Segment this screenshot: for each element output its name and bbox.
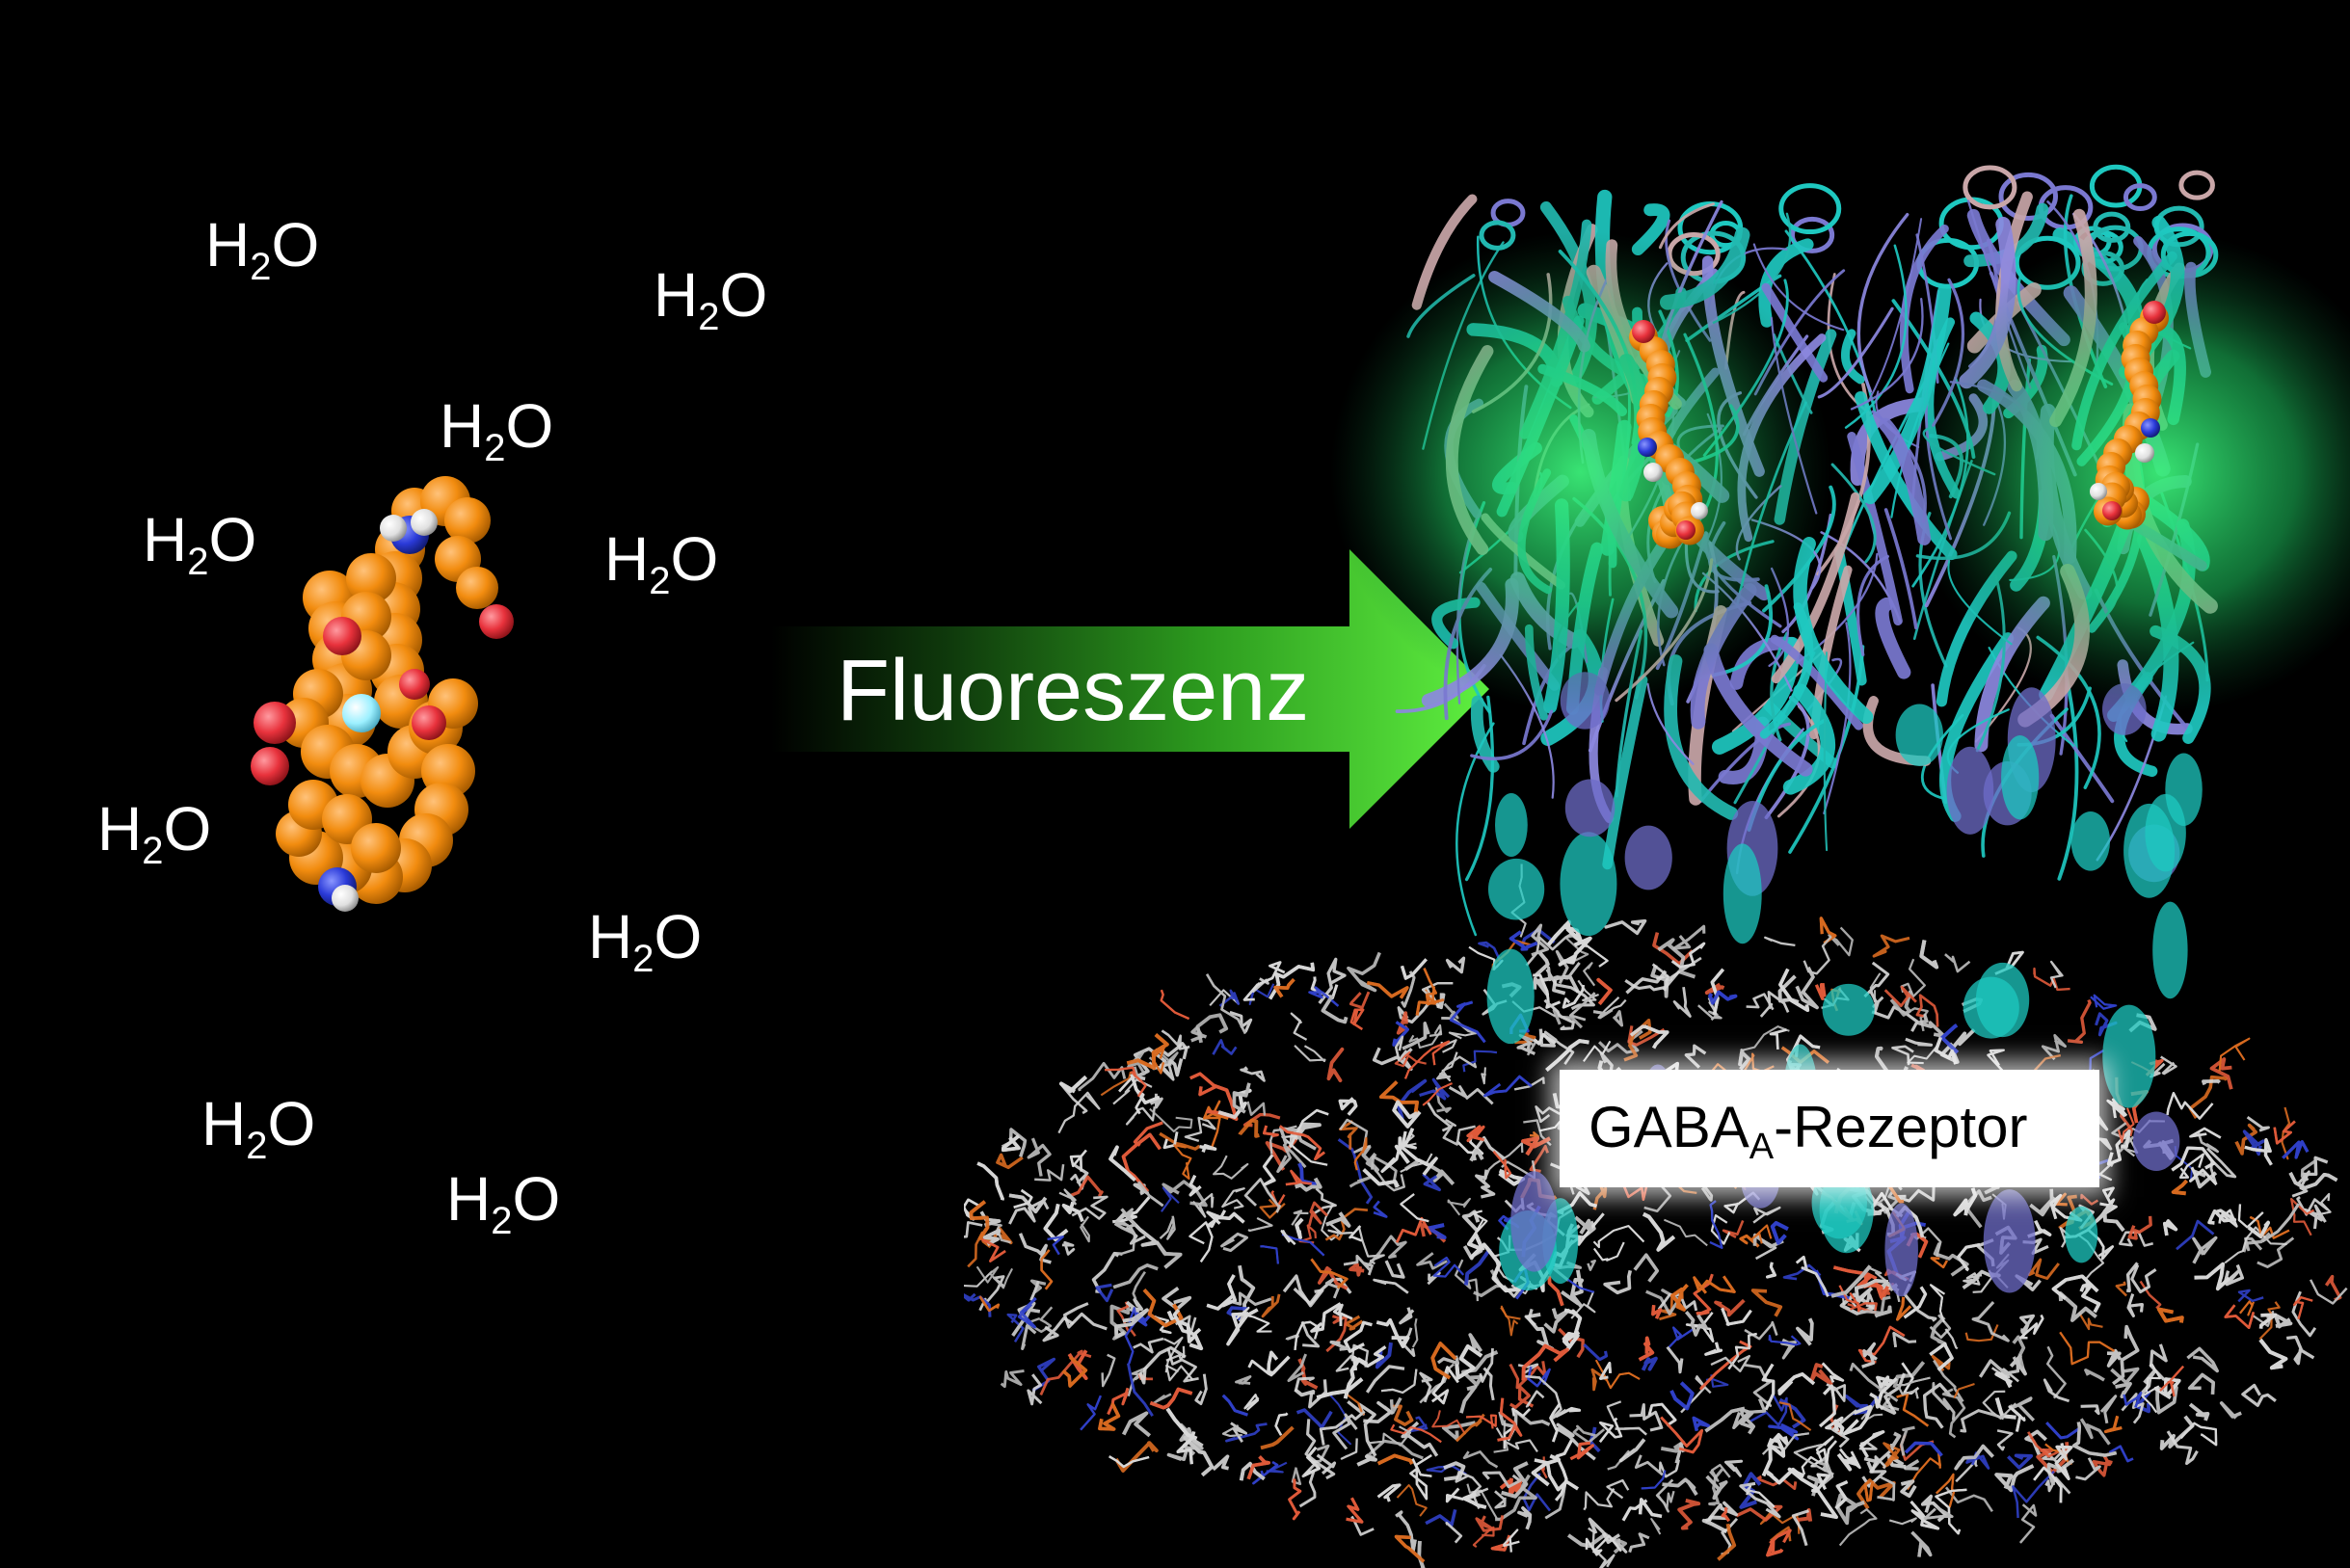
receptor-label: GABAA-Rezeptor bbox=[1589, 1099, 2028, 1166]
receptor-label-suffix: -Rezeptor bbox=[1774, 1095, 2028, 1159]
lipid-membrane bbox=[964, 864, 2348, 1568]
water-label: H2O bbox=[201, 1089, 316, 1167]
water-label: H2O bbox=[143, 505, 257, 583]
fluorescence-glow bbox=[1330, 231, 2350, 713]
water-label: H2O bbox=[97, 794, 212, 872]
water-label: H2O bbox=[588, 902, 703, 980]
receptor-label-box bbox=[1560, 1070, 2099, 1187]
receptor-label-main: GABA bbox=[1589, 1095, 1749, 1159]
water-label: H2O bbox=[440, 391, 554, 469]
fluorescence-label: Fluoreszenz bbox=[837, 643, 1310, 739]
receptor-label-subscript: A bbox=[1749, 1127, 1775, 1167]
gaba-a-receptor-structure bbox=[964, 164, 2350, 1568]
water-label: H2O bbox=[604, 524, 719, 602]
bound-ligands bbox=[1629, 301, 2169, 549]
water-label: H2O bbox=[205, 210, 320, 288]
fluorescence-arrow bbox=[771, 549, 1489, 829]
free-ligand-molecule bbox=[251, 476, 514, 912]
water-label: H2O bbox=[446, 1164, 561, 1242]
water-label: H2O bbox=[654, 260, 768, 338]
